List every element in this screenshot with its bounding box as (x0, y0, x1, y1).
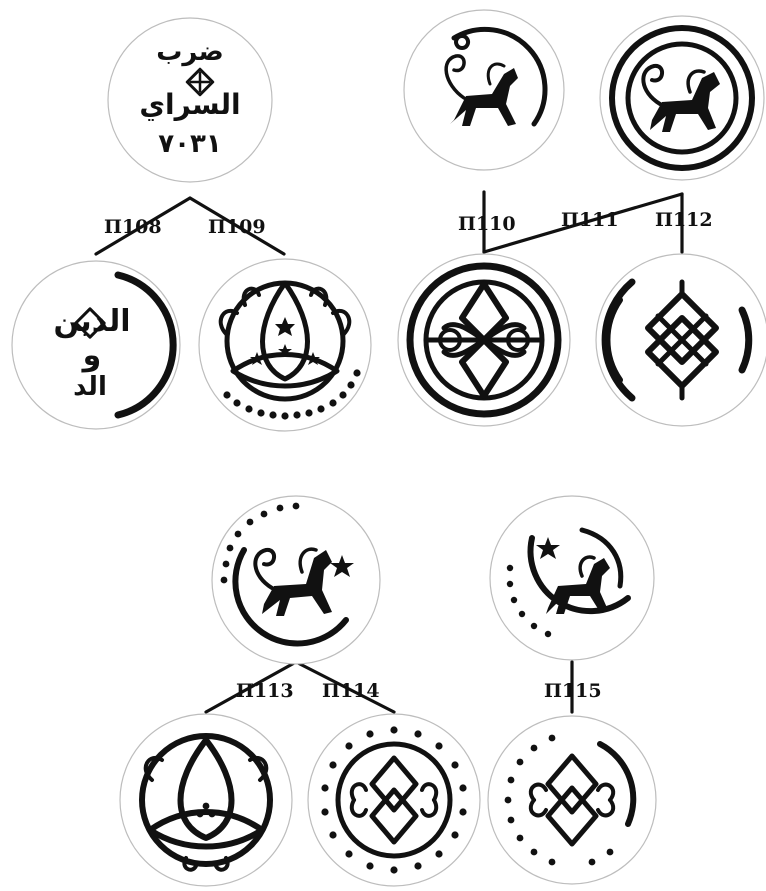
coin-animal-star (212, 496, 380, 664)
coin-animal-crescent (490, 496, 654, 660)
coin-p109 (199, 259, 371, 431)
label-p109: П109 (208, 216, 266, 238)
label-p115: П115 (544, 680, 602, 702)
coin-knot-ringed (398, 254, 570, 426)
coin-animal-ringed (600, 16, 764, 180)
coin-p114 (308, 714, 480, 886)
coin-inscription-sarai: ضرب السراي ٧٠٣١ (108, 18, 272, 182)
coin-p108: الدين و الد (12, 261, 180, 429)
label-p113: П113 (236, 680, 294, 702)
coin-animal-small (404, 10, 564, 170)
label-p111: П111 (561, 209, 619, 231)
label-p108: П108 (104, 216, 162, 238)
coin-inscription-line-1: ضرب (156, 37, 223, 67)
coin-inscription-line-2: السراي (139, 88, 240, 121)
coin-p115 (488, 716, 656, 884)
label-p110: П110 (458, 213, 516, 235)
coin-inscription-line-3: ٧٠٣١ (158, 129, 221, 159)
coin-p108-line-3: الد (73, 372, 107, 402)
coin-p108-line-2: و (81, 338, 102, 373)
label-p112: П112 (655, 209, 713, 231)
coin-p113 (120, 714, 292, 886)
label-p114: П114 (322, 680, 380, 702)
coin-knot-arcs (596, 254, 766, 426)
